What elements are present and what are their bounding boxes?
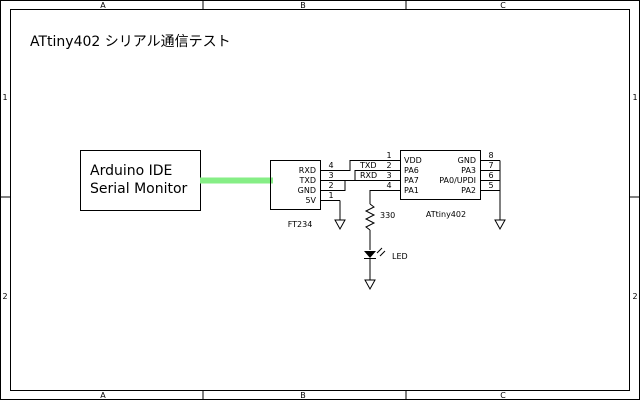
attiny-pin-pa7-label: PA7	[404, 176, 419, 185]
zone-col-bottom-b: B	[300, 391, 306, 400]
led-label: LED	[392, 252, 408, 261]
attiny-body	[400, 150, 481, 200]
zone-col-bottom-a: A	[100, 391, 106, 400]
attiny-pin-pa1-label: PA1	[404, 186, 419, 195]
resistor-330: 330	[364, 203, 395, 231]
zone-row-left-2: 2	[2, 292, 7, 301]
attiny-pin-2-num: 2	[386, 161, 391, 170]
ground-icon-attiny	[494, 219, 506, 231]
attiny-pin-7-num: 7	[488, 161, 493, 170]
ft234-pin-2-num: 2	[328, 181, 333, 190]
ft234-pin-3-num: 3	[328, 171, 333, 180]
attiny-pin-6-num: 6	[488, 171, 493, 180]
zone-row-left-1: 1	[2, 93, 7, 102]
zone-col-top-c: C	[500, 1, 506, 10]
attiny-pin-pa2-label: PA2	[461, 186, 476, 195]
attiny-pin-vdd-label: VDD	[404, 156, 422, 165]
ft234-pin-5v-label: 5V	[305, 196, 316, 205]
attiny-pin-4-num: 4	[386, 181, 391, 190]
led-icon	[364, 251, 376, 258]
wire-rxd	[340, 180, 380, 191]
led-component: LED	[364, 230, 408, 280]
ft234-module: RXD TXD GND 5V 4 3 2 1 FT234	[270, 160, 340, 229]
sheet-title: ATtiny402 シリアル通信テスト	[30, 34, 231, 50]
ft234-pin-rxd-label: RXD	[299, 166, 316, 175]
arduino-line1: Arduino IDE	[90, 163, 172, 179]
attiny-pin-pa0-updi-label: PA0/UPDI	[439, 176, 476, 185]
ground-icon-led	[364, 279, 376, 291]
ft234-pin-1-num: 1	[328, 191, 333, 200]
wires: TXD RXD	[339, 160, 501, 220]
attiny402-chip: 1 2 3 4 VDD PA6 PA7 PA1 GND PA3 PA0/UPDI…	[380, 150, 500, 219]
zone-row-right-1: 1	[632, 93, 637, 102]
ft234-pin-4-num: 4	[328, 161, 333, 170]
attiny-pin-pa6-label: PA6	[404, 166, 419, 175]
net-label-rxd: RXD	[360, 171, 377, 180]
attiny-pin-8-num: 8	[488, 151, 493, 160]
arduino-line2: Serial Monitor	[90, 181, 188, 197]
ft234-body	[270, 160, 321, 210]
attiny-pin-5-num: 5	[488, 181, 493, 190]
zone-row-right-2: 2	[632, 292, 637, 301]
attiny-pin-pa3-label: PA3	[461, 166, 476, 175]
ft234-pin-gnd-label: GND	[298, 186, 316, 195]
resistor-value: 330	[380, 211, 395, 220]
attiny-pin-3-num: 3	[386, 171, 391, 180]
attiny-pin-1-num: 1	[386, 151, 391, 160]
zone-col-top-b: B	[300, 1, 306, 10]
attiny-pin-gnd-label: GND	[458, 156, 476, 165]
ft234-pin-txd-label: TXD	[298, 176, 316, 185]
zone-col-top-a: A	[100, 1, 106, 10]
wire-vdd	[340, 160, 380, 171]
net-label-txd: TXD	[359, 161, 377, 170]
resistor-icon	[364, 203, 376, 231]
ground-icon-ft234	[334, 219, 346, 231]
arduino-block: Arduino IDE Serial Monitor	[80, 150, 201, 211]
zone-col-bottom-c: C	[500, 391, 506, 400]
wire-pa1	[369, 190, 380, 204]
ground-symbols	[334, 219, 506, 291]
ft234-ref: FT234	[288, 220, 313, 229]
attiny-ref: ATtiny402	[426, 210, 466, 219]
